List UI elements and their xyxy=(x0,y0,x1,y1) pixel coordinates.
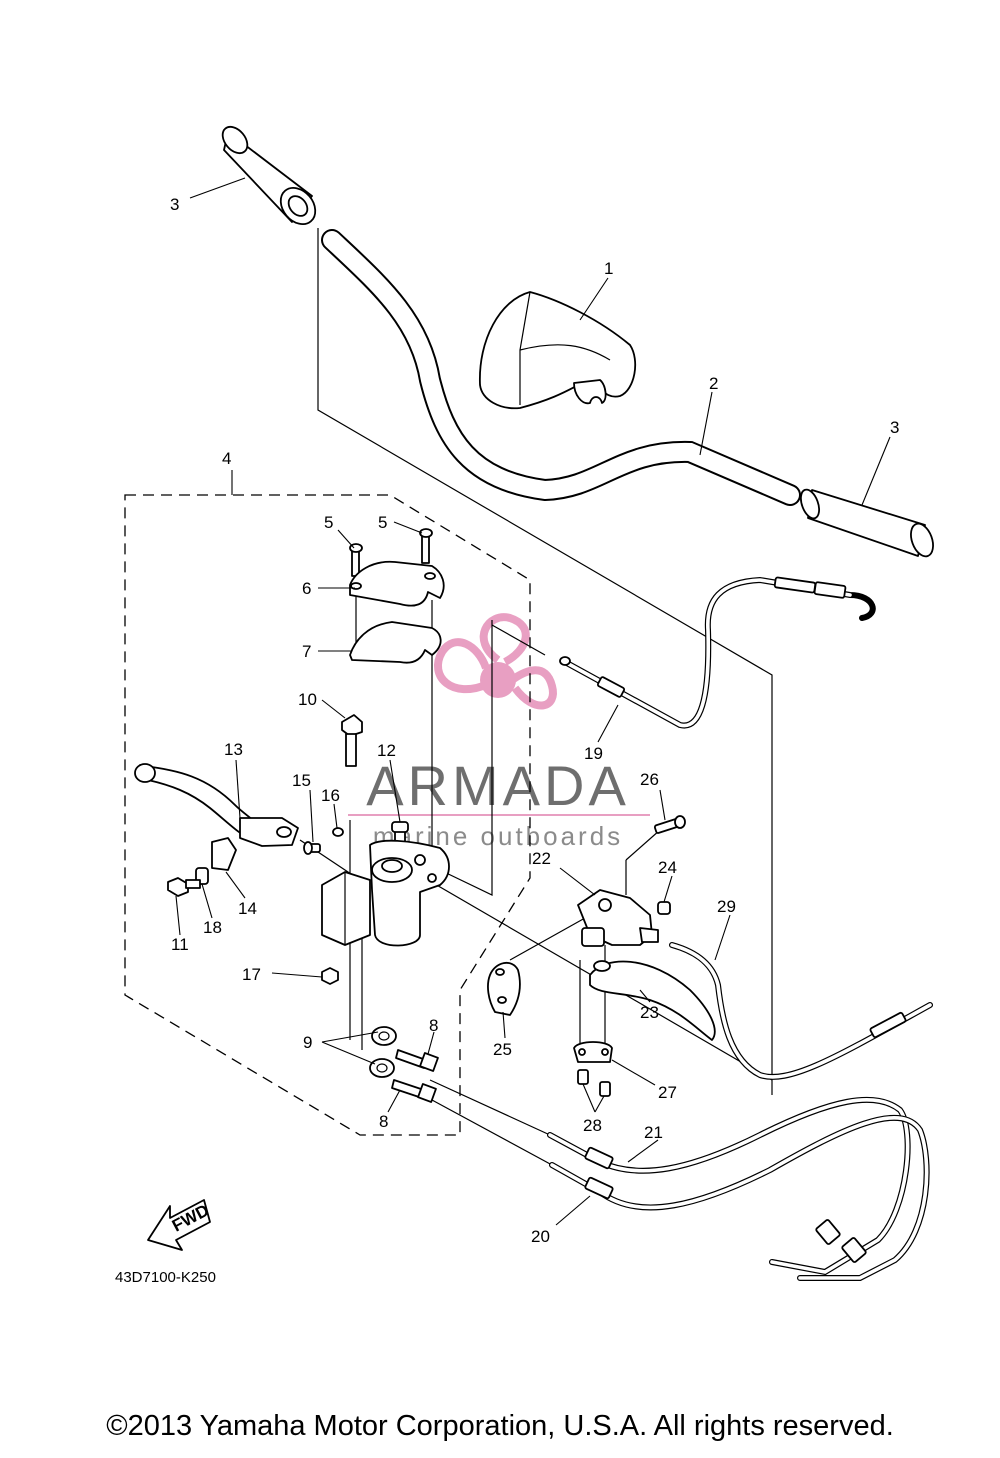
fwd-arrow-icon: FWD xyxy=(147,1199,212,1251)
callout-numbers: 1 2 3 3 4 5 5 6 7 8 8 9 10 11 12 13 14 1… xyxy=(170,195,899,1246)
spacer-7 xyxy=(349,621,442,664)
callout-5-right: 5 xyxy=(378,513,387,532)
callout-3-left: 3 xyxy=(170,195,179,214)
callout-11: 11 xyxy=(171,935,189,954)
throttle-housing-22 xyxy=(577,889,659,947)
callout-17: 17 xyxy=(242,965,261,984)
leader-lines xyxy=(175,177,891,1226)
callout-2: 2 xyxy=(709,374,718,393)
callout-10: 10 xyxy=(298,690,317,709)
screws-28 xyxy=(577,1069,611,1097)
callout-6: 6 xyxy=(302,579,311,598)
callout-4: 4 xyxy=(222,449,231,468)
cable-19 xyxy=(559,576,876,729)
callout-21: 21 xyxy=(644,1123,663,1142)
callout-22: 22 xyxy=(532,849,551,868)
screw-15 xyxy=(303,841,321,855)
bolts-8 xyxy=(391,1049,439,1103)
assembly-4-boundary xyxy=(124,494,531,1136)
callout-14: 14 xyxy=(238,899,257,918)
holder-6 xyxy=(349,560,445,607)
nut-17 xyxy=(321,967,339,985)
clamp-14 xyxy=(211,837,237,871)
washer-16 xyxy=(332,827,344,837)
callout-3-right: 3 xyxy=(890,418,899,437)
clamp-25 xyxy=(487,961,521,1016)
assembly-lines xyxy=(299,228,773,1166)
callout-28: 28 xyxy=(583,1116,602,1135)
callout-29: 29 xyxy=(717,897,736,916)
copyright-notice: ©2013 Yamaha Motor Corporation, U.S.A. A… xyxy=(106,1410,894,1442)
callout-1: 1 xyxy=(604,259,613,278)
screw-24 xyxy=(657,901,671,915)
callout-23: 23 xyxy=(640,1003,659,1022)
cable-21 xyxy=(547,1096,911,1276)
handlebar xyxy=(321,229,801,506)
bolt-10 xyxy=(341,714,363,767)
callout-8-top: 8 xyxy=(429,1016,438,1035)
callout-15: 15 xyxy=(292,771,311,790)
part-code: 43D7100-K250 xyxy=(115,1269,216,1286)
callout-26: 26 xyxy=(640,770,659,789)
callout-25: 25 xyxy=(493,1040,512,1059)
master-cylinder xyxy=(321,839,450,947)
watermark-brand: ARMADA xyxy=(366,754,630,817)
right-grip xyxy=(799,488,934,558)
callout-13: 13 xyxy=(224,740,243,759)
screw-26 xyxy=(653,815,686,834)
callout-19: 19 xyxy=(584,744,603,763)
callout-16: 16 xyxy=(321,786,340,805)
callout-5-left: 5 xyxy=(324,513,333,532)
callout-7: 7 xyxy=(302,642,311,661)
callout-12: 12 xyxy=(377,741,396,760)
throttle-lever-23 xyxy=(589,960,716,1041)
plate-27 xyxy=(573,1041,613,1063)
callout-18: 18 xyxy=(203,918,222,937)
cable-20 xyxy=(549,1114,930,1281)
callout-24: 24 xyxy=(658,858,677,877)
handlebar-cover xyxy=(479,291,637,410)
cable-29 xyxy=(669,942,933,1080)
callout-8-bottom: 8 xyxy=(379,1112,388,1131)
bolt-11 xyxy=(167,877,201,897)
parts-diagram: ARMADA marine outboards xyxy=(115,125,934,1286)
callout-20: 20 xyxy=(531,1227,550,1246)
callout-9: 9 xyxy=(303,1033,312,1052)
washers-9 xyxy=(369,1026,397,1078)
callout-27: 27 xyxy=(658,1083,677,1102)
left-grip xyxy=(221,125,317,226)
lever-13 xyxy=(134,763,299,847)
propeller-logo-icon xyxy=(433,613,557,710)
